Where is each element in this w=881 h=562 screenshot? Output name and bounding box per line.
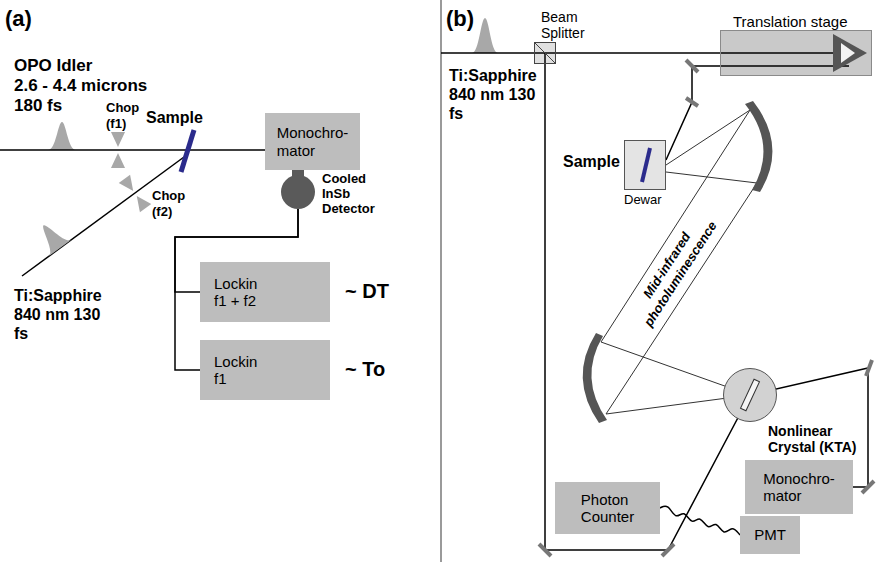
beam-label: Mid-infrared photoluminescence xyxy=(624,204,724,334)
part-name: Dewar xyxy=(624,193,662,208)
source-label: 2.6 - 4.4 microns 180 fs xyxy=(14,76,164,117)
parabolic-mirror xyxy=(745,101,772,192)
part-name: Beam Splitter xyxy=(541,9,585,41)
source-label: Ti:Sapphire 840 nm 130 fs xyxy=(449,66,545,124)
lockin-box: Lockin f1 + f2 xyxy=(200,262,330,322)
retroreflector-face xyxy=(841,43,855,63)
signal-label: ~ To xyxy=(345,357,385,381)
part-name: Sample xyxy=(146,108,203,127)
mirror xyxy=(539,544,551,556)
part-drawing xyxy=(625,141,665,189)
mirror xyxy=(866,360,872,376)
chopper-label: Chop (f1) xyxy=(106,100,139,131)
device-name: PMT xyxy=(754,526,786,543)
source-label: Ti:Sapphire 840 nm 130 fs xyxy=(14,286,110,344)
signal-label: ~ DT xyxy=(345,279,389,303)
device-name: Lockin f1 xyxy=(214,353,266,388)
part-name: Translation stage xyxy=(733,13,848,30)
device-name: Cooled InSb Detector xyxy=(322,172,375,217)
panel-label: (b) xyxy=(446,6,474,32)
chopper xyxy=(119,175,151,212)
pl-ray xyxy=(601,110,750,395)
mirror xyxy=(686,60,698,72)
laser-beam xyxy=(441,52,534,54)
retroreflector xyxy=(833,34,867,72)
sample-plate xyxy=(181,130,194,172)
idler-beam xyxy=(0,149,265,151)
monochromator-box: Monochro- mator xyxy=(265,113,360,170)
delayed-beam xyxy=(666,66,721,160)
panel-label: (a) xyxy=(5,6,32,32)
device-name: Monochro- mator xyxy=(763,470,835,505)
gate-beam xyxy=(544,53,546,63)
nonlinear-crystal: Nonlinear Crystal (KTA) xyxy=(723,368,777,422)
sample-plate xyxy=(642,148,650,182)
part-name: Sample xyxy=(563,153,620,171)
mirror xyxy=(662,544,674,556)
delayed-beam xyxy=(721,65,849,67)
lockin-box: Lockin f1 xyxy=(200,340,330,400)
pump-pulse xyxy=(32,217,71,256)
source-label: OPO Idler xyxy=(14,56,92,76)
laser-pulse xyxy=(472,18,498,53)
part-name: Nonlinear Crystal (KTA) xyxy=(768,423,868,455)
chopper-blade xyxy=(119,175,139,195)
crystal-slab xyxy=(741,379,760,411)
chopper-blade xyxy=(111,153,125,168)
part-drawing xyxy=(724,369,776,421)
chopper-blade xyxy=(111,132,125,147)
chopper-blade xyxy=(131,192,151,212)
parabolic-mirror xyxy=(583,333,607,423)
pmt-box: PMT xyxy=(740,516,800,554)
splitter-face xyxy=(535,43,555,63)
laser-beam xyxy=(721,52,843,54)
detector-circle: Cooled InSb Detector xyxy=(281,175,315,209)
chopper-label: Chop (f2) xyxy=(152,188,185,219)
part-drawing xyxy=(535,43,555,63)
device-name: Photon Counter xyxy=(581,491,634,526)
translation-stage: Translation stage xyxy=(720,30,872,76)
mirror xyxy=(862,481,874,493)
mirror xyxy=(686,98,698,106)
panel-divider xyxy=(440,0,442,562)
sample-dewar: SampleDewar xyxy=(624,140,666,190)
signal-wire xyxy=(660,506,740,535)
monochromator-box: Monochro- mator xyxy=(745,460,853,514)
laser-beam xyxy=(556,52,720,54)
beam-splitter: Beam Splitter xyxy=(534,42,556,64)
device-name: Monochro- mator xyxy=(277,124,349,159)
idler-pulse xyxy=(48,122,76,150)
gate-beam xyxy=(545,64,750,550)
device-name: Lockin f1 + f2 xyxy=(214,275,266,310)
counter-box: Photon Counter xyxy=(555,482,660,534)
part-drawing xyxy=(721,31,871,75)
